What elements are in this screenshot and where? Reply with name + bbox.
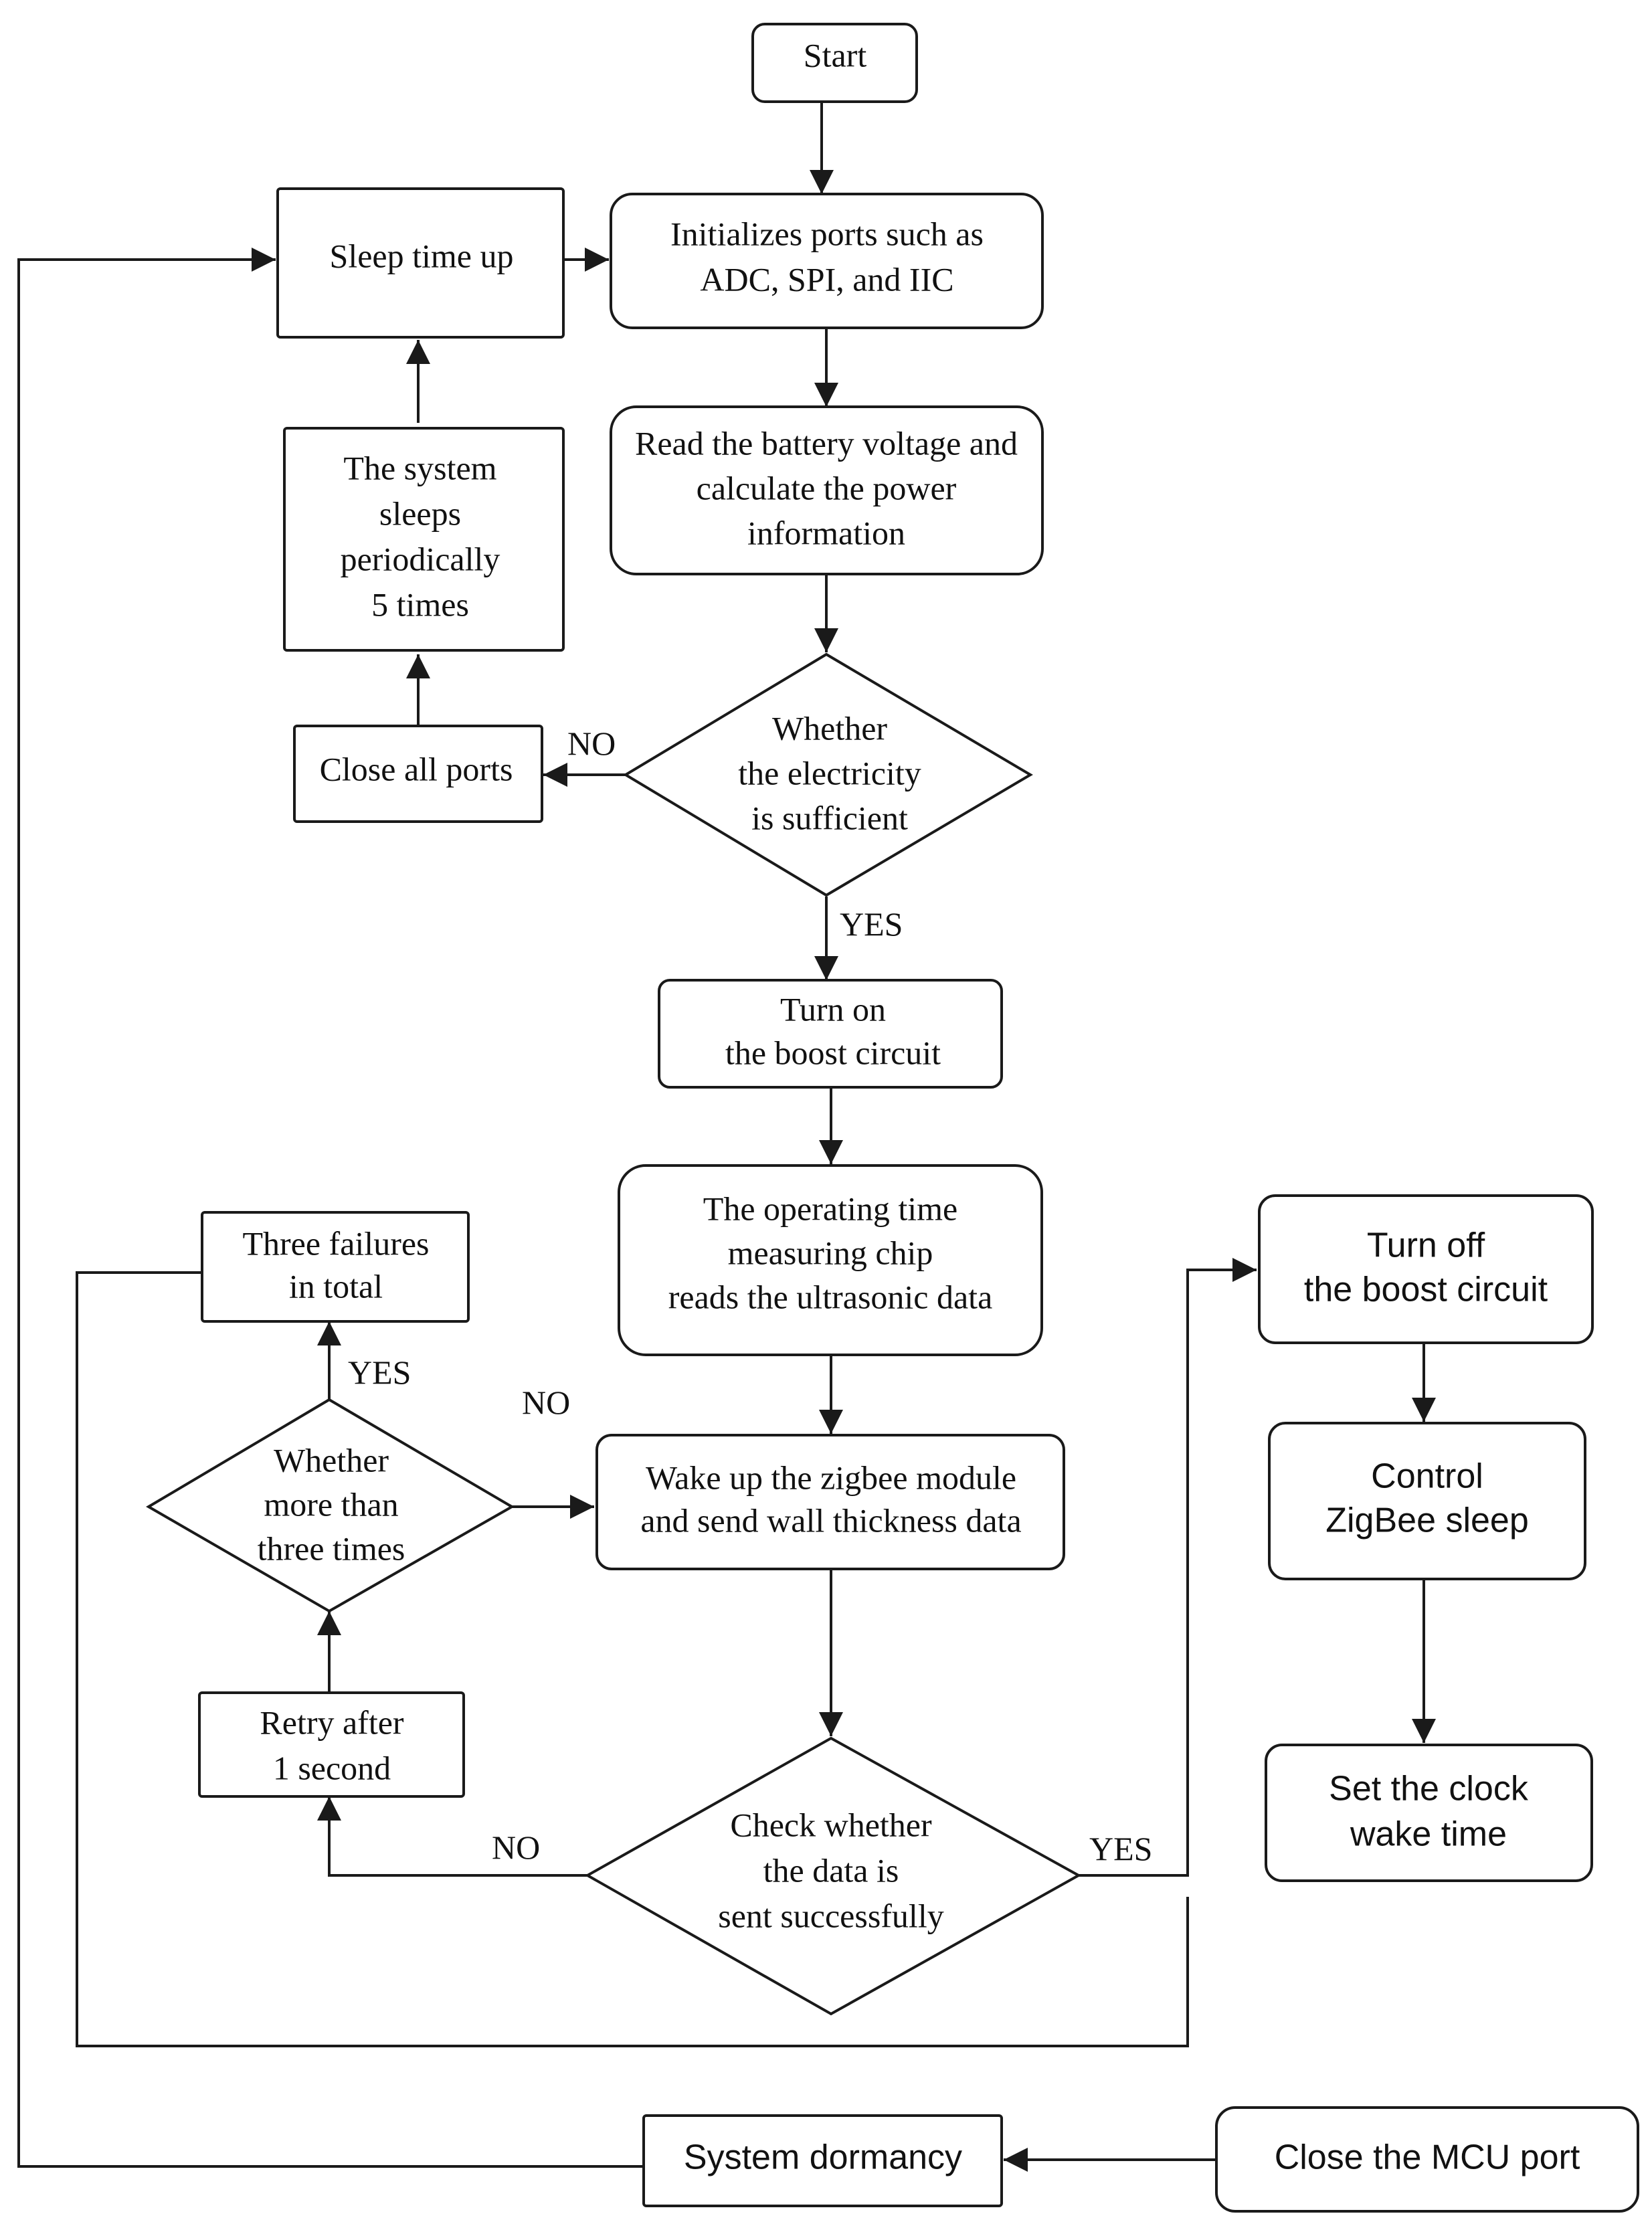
node-shapes xyxy=(146,23,1639,2213)
edge-failures-to-shutdown xyxy=(76,1271,1189,2047)
edge-labels: NO YES YES NO NO YES xyxy=(348,725,1152,1867)
measure-chip-line-1: The operating time xyxy=(703,1190,957,1227)
close-all-node xyxy=(293,725,543,823)
boost-on-label: Turn on the boost circuit xyxy=(725,990,941,1071)
periodic-sleep-line-2: sleeps xyxy=(379,494,461,532)
read-battery-label: Read the battery voltage and calculate th… xyxy=(635,424,1018,551)
start-line-1: Start xyxy=(804,36,867,74)
wake-zigbee-node xyxy=(595,1434,1065,1570)
check-retries-line-3: three times xyxy=(258,1529,405,1567)
read-battery-line-2: calculate the power xyxy=(697,469,957,506)
read-battery-line-3: information xyxy=(747,514,905,551)
check-sent-line-2: the data is xyxy=(763,1851,899,1889)
close-all-label: Close all ports xyxy=(320,750,513,787)
dormancy-node xyxy=(642,2114,1003,2207)
three-failures-line-1: Three failures xyxy=(242,1224,429,1262)
close-mcu-node xyxy=(1215,2106,1639,2213)
wake-zigbee-line-2: and send wall thickness data xyxy=(640,1501,1021,1539)
init-ports-line-1: Initializes ports such as xyxy=(670,215,984,252)
retry-line-2: 1 second xyxy=(273,1749,391,1786)
clock-wake-node xyxy=(1265,1744,1593,1882)
send-success-label: Check whether the data is sent successfull… xyxy=(718,1806,943,1934)
electricity-decision-label: Whether the electricity is sufficient xyxy=(738,709,921,836)
measure-chip-label: The operating time measuring chip reads th… xyxy=(668,1190,993,1315)
clock-wake-line-2: wake time xyxy=(1350,1815,1507,1854)
sleep-up-label: Sleep time up xyxy=(330,237,514,274)
close-mcu-line-1: Close the MCU port xyxy=(1275,2138,1580,2177)
check-sent-line-1: Check whether xyxy=(730,1806,932,1843)
check-electricity-line-1: Whether xyxy=(772,709,887,747)
send-success-decision xyxy=(584,1736,1082,2016)
wake-zigbee-line-1: Wake up the zigbee module xyxy=(646,1459,1016,1496)
boost-off-label: Turn off the boost circuit xyxy=(1304,1226,1548,1309)
start-label: Start xyxy=(804,36,867,74)
retries-decision xyxy=(146,1398,515,1613)
zigbee-sleep-line-2: ZigBee sleep xyxy=(1325,1501,1529,1540)
sleep-up-node xyxy=(276,187,565,339)
dormancy-line-1: System dormancy xyxy=(684,2138,962,2177)
sleep-up-line-1: Sleep time up xyxy=(330,237,514,274)
read-battery-node xyxy=(610,405,1044,575)
power-no-label: NO xyxy=(567,725,616,762)
start-node xyxy=(751,23,918,103)
retries-yes-label: YES xyxy=(348,1354,411,1391)
edge-dormancy-to-sleep-up xyxy=(17,248,644,2168)
check-retries-line-2: more than xyxy=(264,1485,398,1523)
retry-label: Retry after 1 second xyxy=(260,1703,404,1786)
failures-node xyxy=(201,1211,470,1323)
edge-sent-no-to-retry xyxy=(317,1796,587,1877)
power-yes-label: YES xyxy=(840,905,903,943)
init-ports-label: Initializes ports such as ADC, SPI, and I… xyxy=(670,215,984,298)
retry-node xyxy=(198,1691,465,1798)
electricity-decision xyxy=(623,652,1033,897)
init-ports-line-2: ADC, SPI, and IIC xyxy=(700,260,953,298)
periodic-sleep-node xyxy=(283,427,565,652)
boost-off-line-2: the boost circuit xyxy=(1304,1271,1548,1309)
retries-decision-label: Whether more than three times xyxy=(258,1441,405,1567)
periodic-sleep-line-4: 5 times xyxy=(371,585,469,623)
periodic-sleep-line-1: The system xyxy=(343,449,496,486)
boost-off-line-1: Turn off xyxy=(1367,1226,1485,1265)
node-labels: Start Initializes ports such as ADC, SPI,… xyxy=(242,36,1580,2176)
wake-zigbee-label: Wake up the zigbee module and send wall t… xyxy=(640,1459,1021,1539)
measure-chip-line-2: measuring chip xyxy=(728,1234,933,1271)
boost-on-line-2: the boost circuit xyxy=(725,1034,941,1071)
check-sent-line-3: sent successfully xyxy=(718,1897,943,1934)
zigbee-sleep-line-1: Control xyxy=(1371,1457,1483,1496)
edge-sent-yes-to-boost-off xyxy=(1079,1258,1257,1877)
check-retries-line-1: Whether xyxy=(274,1441,389,1479)
clock-wake-label: Set the clock wake time xyxy=(1329,1770,1529,1854)
sent-no-label: NO xyxy=(492,1829,540,1866)
three-failures-line-2: in total xyxy=(289,1267,383,1305)
sent-yes-label: YES xyxy=(1089,1830,1152,1867)
boost-on-node xyxy=(658,979,1003,1089)
failures-label: Three failures in total xyxy=(242,1224,429,1305)
retry-line-1: Retry after xyxy=(260,1703,404,1741)
clock-wake-line-1: Set the clock xyxy=(1329,1770,1529,1808)
close-all-line-1: Close all ports xyxy=(320,750,513,787)
dormancy-label: System dormancy xyxy=(684,2138,962,2177)
retries-no-label: NO xyxy=(522,1384,570,1421)
check-electricity-line-2: the electricity xyxy=(738,754,921,792)
measure-chip-node xyxy=(618,1164,1043,1356)
init-ports-node xyxy=(610,193,1044,329)
connectors xyxy=(17,102,1436,2172)
periodic-sleep-label: The system sleeps periodically 5 times xyxy=(341,449,500,623)
boost-off-node xyxy=(1258,1194,1594,1344)
periodic-sleep-line-3: periodically xyxy=(341,540,500,577)
boost-on-line-1: Turn on xyxy=(780,990,886,1028)
check-electricity-line-3: is sufficient xyxy=(751,799,908,836)
close-mcu-label: Close the MCU port xyxy=(1275,2138,1580,2177)
read-battery-line-1: Read the battery voltage and xyxy=(635,424,1018,462)
zigbee-sleep-node xyxy=(1268,1422,1586,1580)
measure-chip-line-3: reads the ultrasonic data xyxy=(668,1278,993,1315)
